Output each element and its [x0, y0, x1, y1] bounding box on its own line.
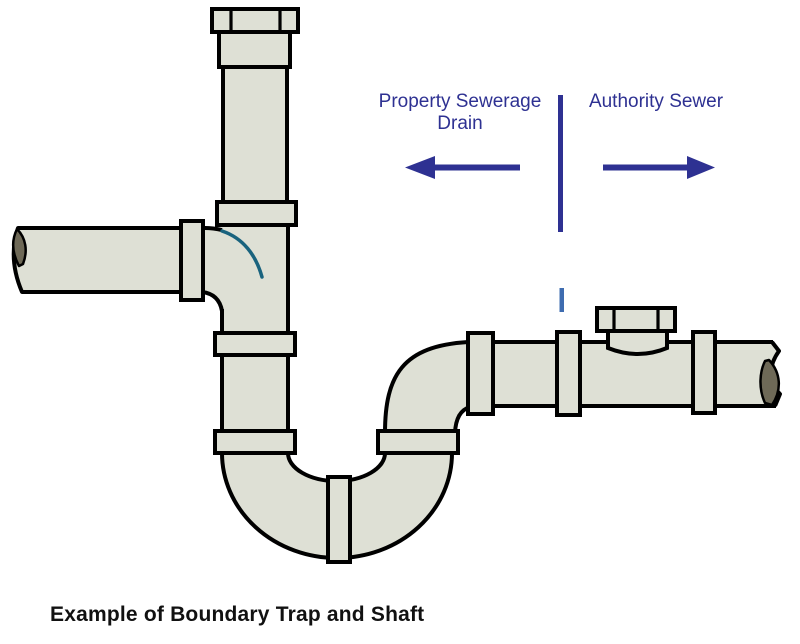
pipe-collar-trap-right	[376, 429, 460, 455]
property-drain-pipe-edges	[11, 226, 223, 294]
shaft-cap-nut-lines	[229, 10, 282, 31]
property-drain-label-line2: Drain	[437, 112, 483, 134]
boundary-line-dash	[559, 288, 564, 312]
pipe-collar-mid	[213, 331, 297, 357]
property-drain-label: Property Sewerage Drain	[355, 91, 565, 134]
diagram-caption: Example of Boundary Trap and Shaft	[50, 603, 425, 626]
junction-flow-curve	[220, 229, 264, 279]
pipe-collar-boundary	[555, 330, 582, 417]
inspection-opening-socket	[606, 329, 669, 356]
pipe-cut-end-left	[11, 227, 27, 268]
pipe-collar-elbow	[466, 331, 495, 416]
property-drain-label-line1: Property Sewerage	[378, 91, 542, 112]
pipe-collar-trap-left	[213, 429, 297, 455]
pipe-collar-shaft	[215, 200, 298, 227]
authority-sewer-label: Authority Sewer	[588, 91, 724, 112]
property-drain-pipe-body	[13, 228, 225, 292]
pipe-collar-sewer-right	[691, 330, 717, 415]
pipe-collar-property-drain	[179, 219, 205, 302]
boundary-line	[558, 95, 563, 232]
arrow-right-icon	[603, 156, 715, 179]
inspection-cap-nut-lines	[612, 309, 660, 330]
shaft-pipe-edges	[221, 66, 289, 202]
pipe-collar-trap-bottom	[326, 475, 352, 564]
arrow-left-icon	[405, 156, 520, 179]
shaft-cap	[210, 7, 300, 34]
inspection-opening-cap	[595, 306, 677, 333]
elbow-outer-curve	[383, 340, 469, 435]
pipe-cut-end-right	[759, 358, 780, 407]
shaft-cap-socket	[217, 29, 292, 69]
